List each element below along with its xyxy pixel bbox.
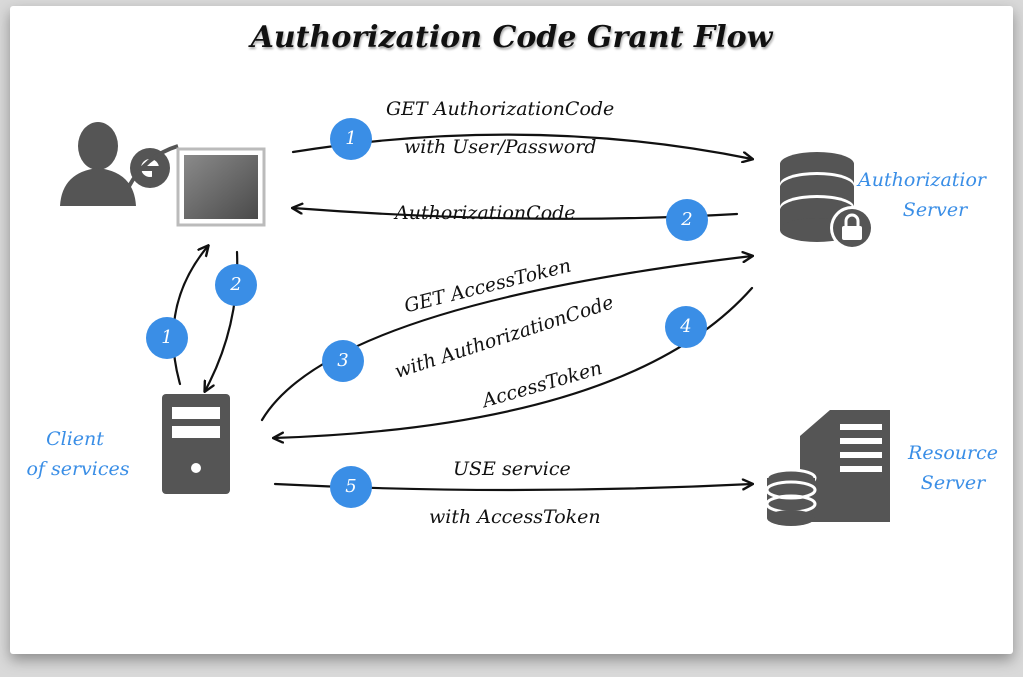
client-pc-icon	[162, 394, 230, 494]
step-badge-1-top: 1	[330, 118, 372, 160]
auth-server-label-line1: Authorizatior	[858, 169, 986, 191]
diagram-canvas	[60, 122, 890, 526]
step-badge-2-top: 2	[666, 199, 708, 241]
diagram-title: Authorization Code Grant Flow	[250, 20, 773, 55]
flow-1-label-line1: GET AuthorizationCode	[386, 98, 615, 120]
auth-server-icon	[780, 152, 874, 250]
auth-server-label-line2: Server	[902, 199, 968, 221]
step-badge-2-client: 2	[215, 264, 257, 306]
client-label-line2: of services	[26, 458, 130, 480]
resource-server-icon	[765, 410, 890, 526]
flow-1-label-line2: with User/Password	[404, 136, 597, 158]
resource-server-label-line1: Resource	[908, 442, 998, 464]
monitor-icon	[176, 147, 266, 227]
arrow-flow-3	[260, 256, 752, 422]
step-badge-5: 5	[330, 466, 372, 508]
flow-5-label-line2: with AccessToken	[429, 506, 601, 528]
user-icon	[60, 122, 136, 206]
step-badge-1-client: 1	[146, 317, 188, 359]
diagram-card: Authorization Code Grant Flow GET Author…	[10, 6, 1013, 654]
flow-2-label: AuthorizationCode	[395, 202, 576, 224]
arrow-client-1	[172, 246, 208, 386]
step-badge-4: 4	[665, 306, 707, 348]
flow-5-label-line1: USE service	[453, 458, 571, 480]
browser-e-icon	[126, 144, 179, 189]
resource-server-label-line2: Server	[920, 472, 986, 494]
client-label-line1: Client	[46, 428, 104, 450]
arrow-flow-4	[274, 286, 754, 438]
step-badge-3: 3	[322, 340, 364, 382]
